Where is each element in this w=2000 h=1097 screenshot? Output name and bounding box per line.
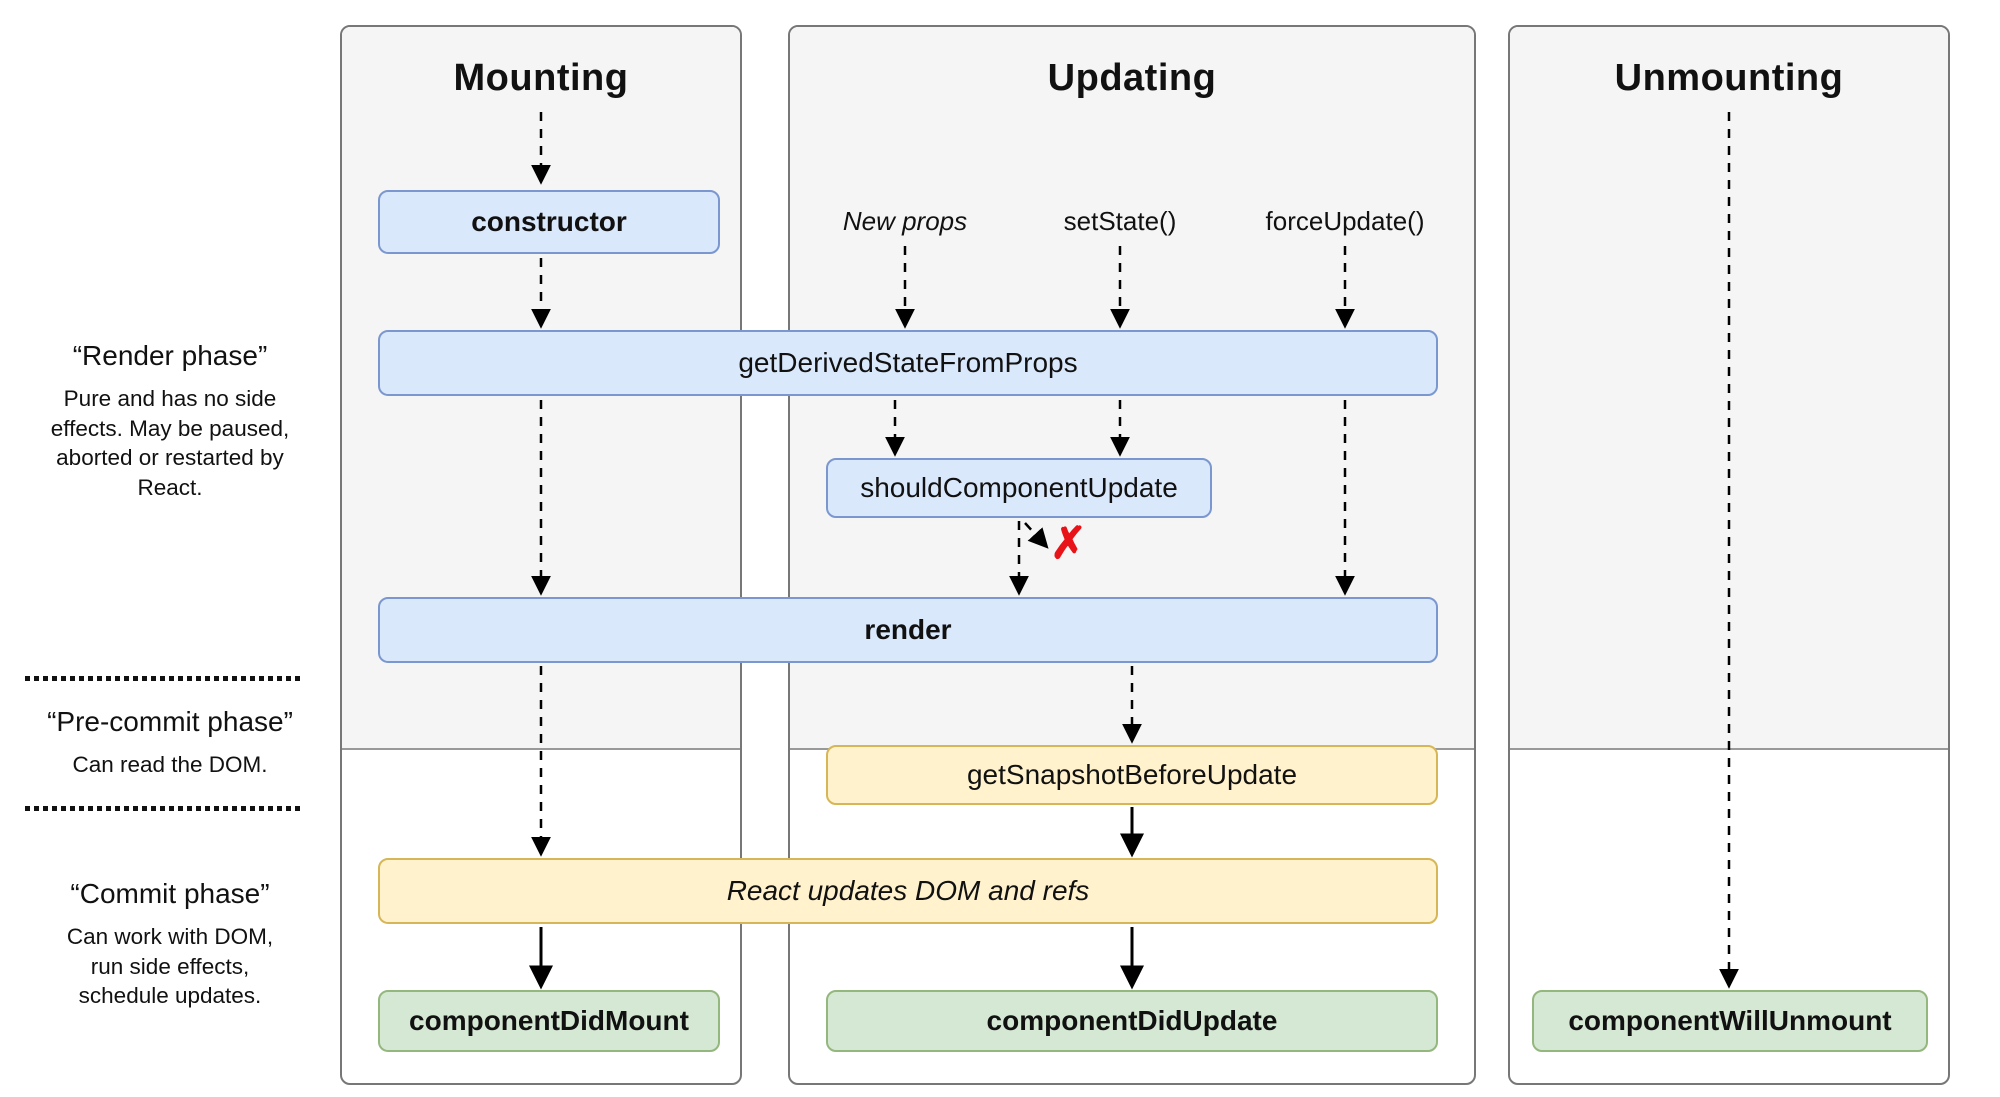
- updating-column: Updating: [788, 25, 1476, 1085]
- render-phase-title: “Render phase”: [72, 340, 268, 371]
- component-did-update-node[interactable]: componentDidUpdate: [826, 990, 1438, 1052]
- should-component-update-node[interactable]: shouldComponentUpdate: [826, 458, 1212, 518]
- component-will-unmount-node[interactable]: componentWillUnmount: [1532, 990, 1928, 1052]
- render-phase-label: “Render phase” Pure and has no side effe…: [20, 340, 320, 503]
- setstate-label: setState(): [1063, 206, 1177, 236]
- mounting-column-title: Mounting: [453, 57, 629, 99]
- render-phase-description: Pure and has no side effects. May be pau…: [50, 386, 290, 501]
- pre-commit-phase-title: “Pre-commit phase”: [47, 706, 293, 737]
- phase-divider: [25, 676, 301, 681]
- commit-phase-description: Can work with DOM, run side effects, sch…: [66, 924, 274, 1009]
- commit-phase-label: “Commit phase” Can work with DOM, run si…: [20, 878, 320, 1011]
- pre-commit-phase-description: Can read the DOM.: [72, 752, 268, 777]
- component-did-mount-node[interactable]: componentDidMount: [378, 990, 720, 1052]
- mounting-column: Mounting: [340, 25, 742, 1085]
- updating-column-title: Updating: [1047, 57, 1217, 99]
- skip-render-icon: ✗: [1050, 519, 1087, 568]
- forceupdate-label: forceUpdate(): [1265, 206, 1425, 236]
- unmounting-column: Unmounting: [1508, 25, 1950, 1085]
- phase-divider: [25, 806, 301, 811]
- unmounting-column-title: Unmounting: [1614, 57, 1844, 99]
- new-props-label: New props: [842, 206, 968, 236]
- render-node[interactable]: render: [378, 597, 1438, 663]
- commit-phase-title: “Commit phase”: [70, 878, 270, 909]
- react-updates-dom-node: React updates DOM and refs: [378, 858, 1438, 924]
- get-snapshot-before-update-node[interactable]: getSnapshotBeforeUpdate: [826, 745, 1438, 805]
- pre-commit-phase-label: “Pre-commit phase” Can read the DOM.: [20, 706, 320, 780]
- unmounting-render-phase-area: [1510, 27, 1948, 750]
- constructor-node[interactable]: constructor: [378, 190, 720, 254]
- get-derived-state-from-props-node[interactable]: getDerivedStateFromProps: [378, 330, 1438, 396]
